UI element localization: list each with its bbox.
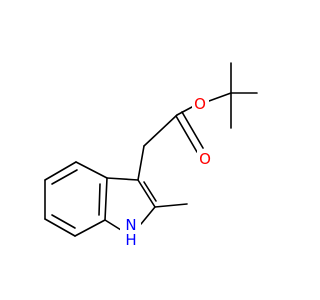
bond-c3a-c4	[75, 161, 108, 179]
atom-carbonyl-oxygen: O	[197, 150, 214, 169]
molecule-structure-diagram: O O N H	[44, 62, 258, 249]
bond-c7a-c3a-inner	[98, 183, 101, 216]
bond-carbonyl-double-a	[175, 115, 198, 153]
bond-c4-c5-inner	[51, 169, 78, 185]
bond-c3-c2	[137, 179, 156, 208]
bond-ester-oxygen-to-carbonyl	[176, 106, 193, 116]
bond-tbu-to-ester-oxygen	[208, 92, 232, 102]
atom-indole-nh: N H	[120, 216, 141, 249]
bond-carbonyl-double-b	[181, 111, 204, 149]
ester-group	[143, 106, 204, 153]
bond-c3-c2-inner	[143, 181, 157, 202]
bond-carbonyl-to-ch2	[143, 114, 178, 147]
indole-nitrogen-label: N	[125, 216, 136, 234]
pyrrole-ring	[104, 177, 188, 231]
bond-c3a-c3	[106, 177, 139, 181]
bond-c2-n1	[140, 206, 156, 225]
atom-ester-oxygen: O	[192, 95, 209, 114]
bond-c6-c7-inner	[51, 214, 76, 229]
ester-oxygen-label: O	[194, 95, 206, 113]
bond-c2-methyl	[154, 203, 188, 208]
bond-n1-c7a	[104, 219, 122, 231]
tert-butyl-group	[208, 62, 258, 129]
carbonyl-oxygen-label: O	[199, 150, 211, 168]
bond-c6-c7	[44, 218, 76, 237]
bond-ch2-to-indole-c3	[137, 145, 145, 181]
indole-hydrogen-label: H	[125, 231, 136, 249]
bond-c3a-c7a	[104, 177, 108, 221]
bond-c4-c5	[44, 161, 77, 181]
bond-c7-c7a	[74, 219, 106, 237]
benzene-ring	[44, 161, 108, 237]
